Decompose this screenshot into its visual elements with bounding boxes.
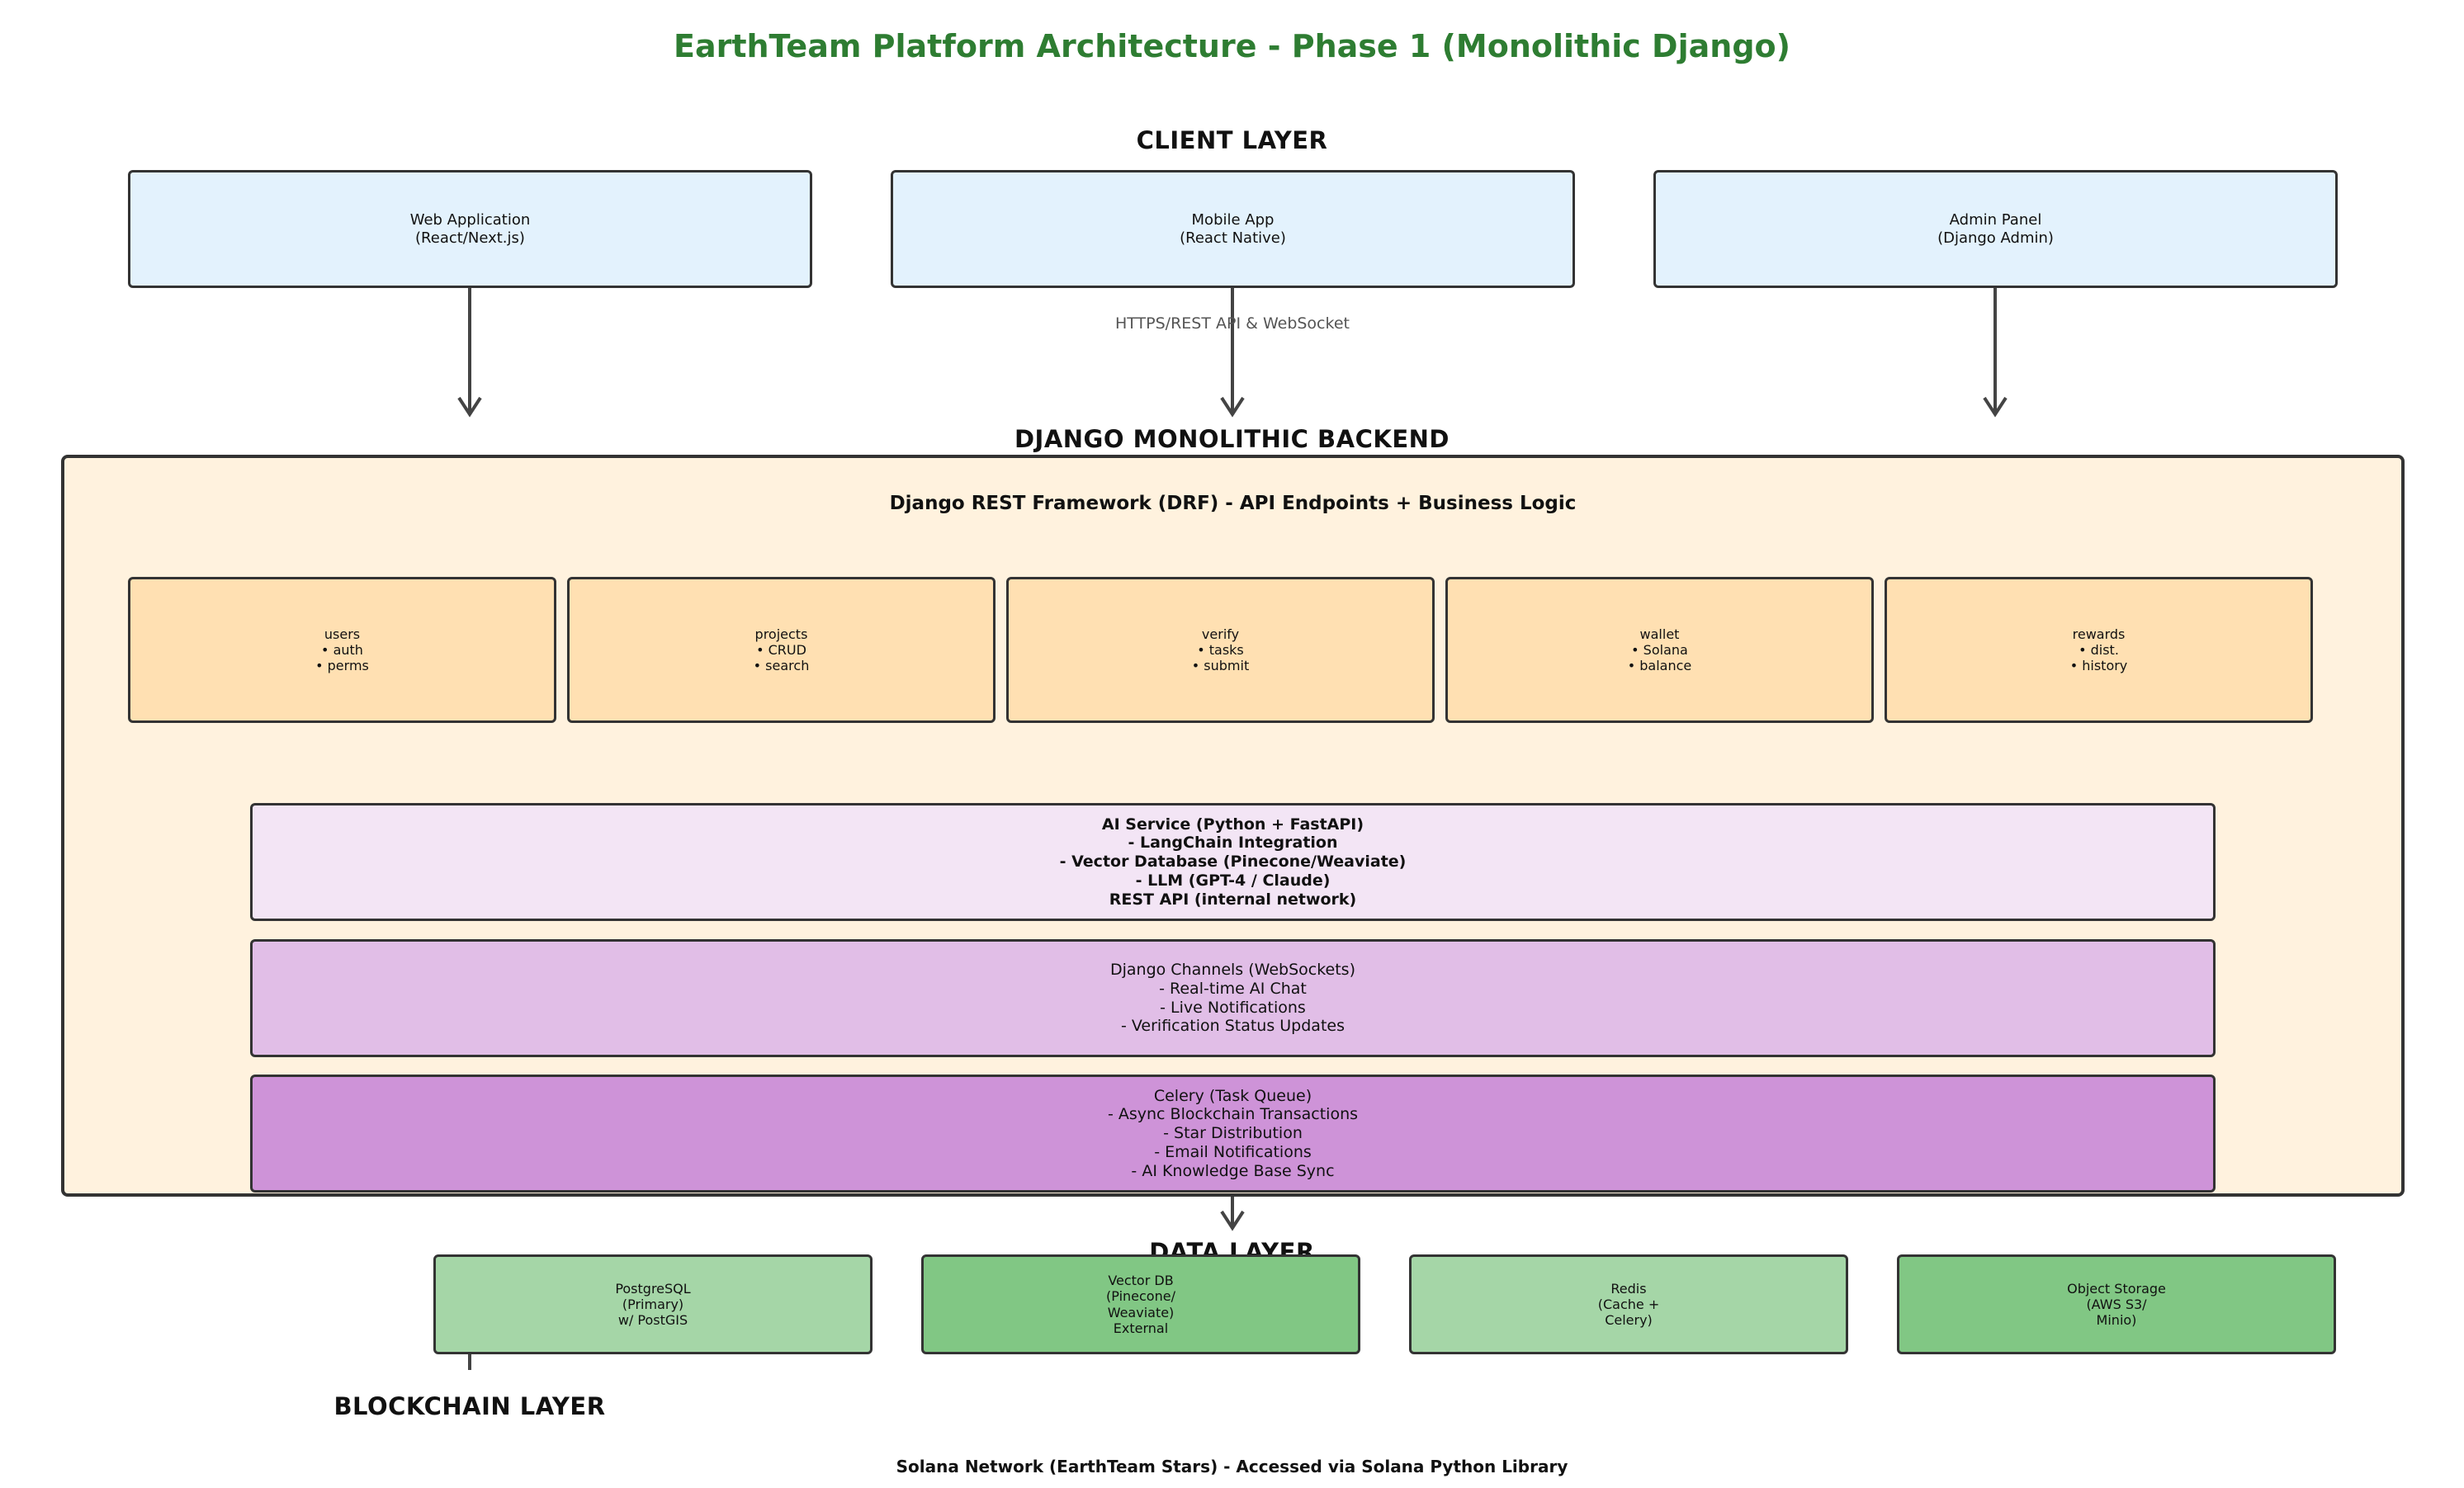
solana-network-description: Solana Network (EarthTeam Stars) - Acces… <box>896 1457 1568 1476</box>
admin-panel-box: Admin Panel (Django Admin) <box>1653 170 2338 288</box>
drf-title: Django REST Framework (DRF) - API Endpoi… <box>889 493 1577 514</box>
module-rewards: rewards • dist. • history <box>1885 577 2313 723</box>
module-wallet: wallet • Solana • balance <box>1445 577 1874 723</box>
arrow-web-to-backend <box>457 286 482 418</box>
blockchain-layer-label: BLOCKCHAIN LAYER <box>333 1392 606 1420</box>
ai-service-box: AI Service (Python + FastAPI) - LangChai… <box>250 803 2216 921</box>
arrow-backend-to-data <box>1220 1195 1245 1231</box>
backend-layer-label: DJANGO MONOLITHIC BACKEND <box>1014 425 1450 453</box>
diagram-title: EarthTeam Platform Architecture - Phase … <box>673 28 1790 64</box>
client-layer-label: CLIENT LAYER <box>1136 126 1328 154</box>
celery-box: Celery (Task Queue) - Async Blockchain T… <box>250 1075 2216 1193</box>
web-application-box: Web Application (React/Next.js) <box>128 170 812 288</box>
arrow-mobile-to-backend <box>1220 286 1245 418</box>
vector-db-box: Vector DB (Pinecone/ Weaviate) External <box>921 1254 1360 1354</box>
django-channels-box: Django Channels (WebSockets) - Real-time… <box>250 939 2216 1057</box>
module-projects: projects • CRUD • search <box>567 577 996 723</box>
connection-label: HTTPS/REST API & WebSocket <box>1115 314 1350 333</box>
module-verify: verify • tasks • submit <box>1006 577 1435 723</box>
object-storage-box: Object Storage (AWS S3/ Minio) <box>1897 1254 2336 1354</box>
postgresql-box: PostgreSQL (Primary) w/ PostGIS <box>433 1254 873 1354</box>
redis-box: Redis (Cache + Celery) <box>1409 1254 1848 1354</box>
mobile-app-box: Mobile App (React Native) <box>891 170 1575 288</box>
arrow-admin-to-backend <box>1983 286 2008 418</box>
module-users: users • auth • perms <box>128 577 556 723</box>
